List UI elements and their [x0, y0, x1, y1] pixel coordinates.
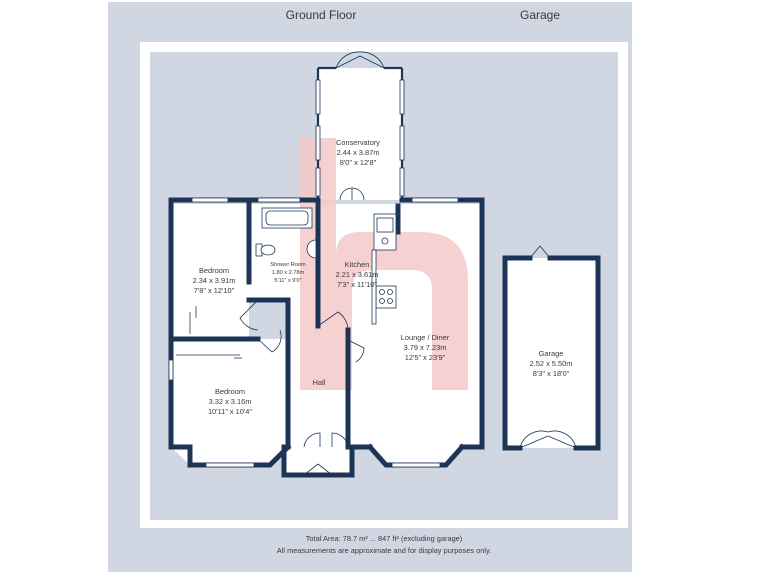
room-metric: 2.44 x 3.87m	[337, 148, 380, 157]
garage-title: Garage	[520, 8, 560, 22]
room-imperial: 8'3" x 18'0"	[533, 369, 570, 378]
room-lounge-diner: Lounge / Diner 3.79 x 7.23m 12'5" x 23'9…	[401, 333, 450, 362]
room-imperial: 5'11" x 9'0"	[274, 278, 301, 284]
room-bedroom-1: Bedroom 2.34 x 3.91m 7'8" x 12'10"	[193, 266, 236, 295]
room-bedroom-2: Bedroom 3.32 x 3.16m 10'11" x 10'4"	[208, 387, 252, 416]
kitchen-counter	[371, 249, 377, 325]
room-name: Hall	[313, 378, 326, 387]
room-metric: 1.80 x 2.78m	[272, 270, 305, 276]
room-conservatory: Conservatory 2.44 x 3.87m 8'0" x 12'8"	[336, 138, 380, 167]
hob-icon	[375, 285, 397, 309]
room-name: Bedroom	[215, 387, 245, 396]
room-garage: Garage 2.52 x 5.50m 8'3" x 18'0"	[530, 349, 573, 378]
kitchen-sink-icon	[373, 213, 397, 251]
conservatory-structure	[315, 51, 405, 200]
room-hall: Hall	[313, 378, 326, 387]
room-name: Bedroom	[199, 266, 229, 275]
bath-icon	[261, 207, 313, 229]
room-imperial: 8'0" x 12'8"	[340, 158, 377, 167]
room-metric: 3.79 x 7.23m	[404, 343, 447, 352]
room-metric: 2.34 x 3.91m	[193, 276, 236, 285]
room-shower: Shower Room 1.80 x 2.78m 5'11" x 9'0"	[270, 262, 306, 284]
room-name: Garage	[539, 349, 564, 358]
ground-floor-title: Ground Floor	[286, 8, 357, 22]
room-kitchen: Kitchen 2.21 x 3.61m 7'3" x 11'10"	[336, 260, 379, 289]
room-imperial: 7'3" x 11'10"	[337, 280, 377, 289]
garage-walls	[502, 255, 601, 451]
doors	[239, 187, 577, 476]
room-name: Shower Room	[270, 262, 306, 268]
room-imperial: 7'8" x 12'10"	[194, 286, 235, 295]
room-imperial: 10'11" x 10'4"	[208, 407, 252, 416]
room-name: Kitchen	[345, 260, 370, 269]
room-name: Lounge / Diner	[401, 333, 450, 342]
disclaimer: All measurements are approximate and for…	[277, 546, 491, 555]
wardrobe-icon	[176, 306, 242, 359]
room-name: Conservatory	[336, 138, 380, 147]
room-imperial: 12'5" x 23'9"	[405, 353, 446, 362]
room-metric: 3.32 x 3.16m	[209, 397, 252, 406]
basin-icon	[306, 239, 317, 259]
room-metric: 2.52 x 5.50m	[530, 359, 573, 368]
toilet-icon	[255, 243, 276, 257]
room-metric: 2.21 x 3.61m	[336, 270, 379, 279]
total-area: Total Area: 78.7 m² ... 847 ft² (excludi…	[306, 534, 463, 543]
